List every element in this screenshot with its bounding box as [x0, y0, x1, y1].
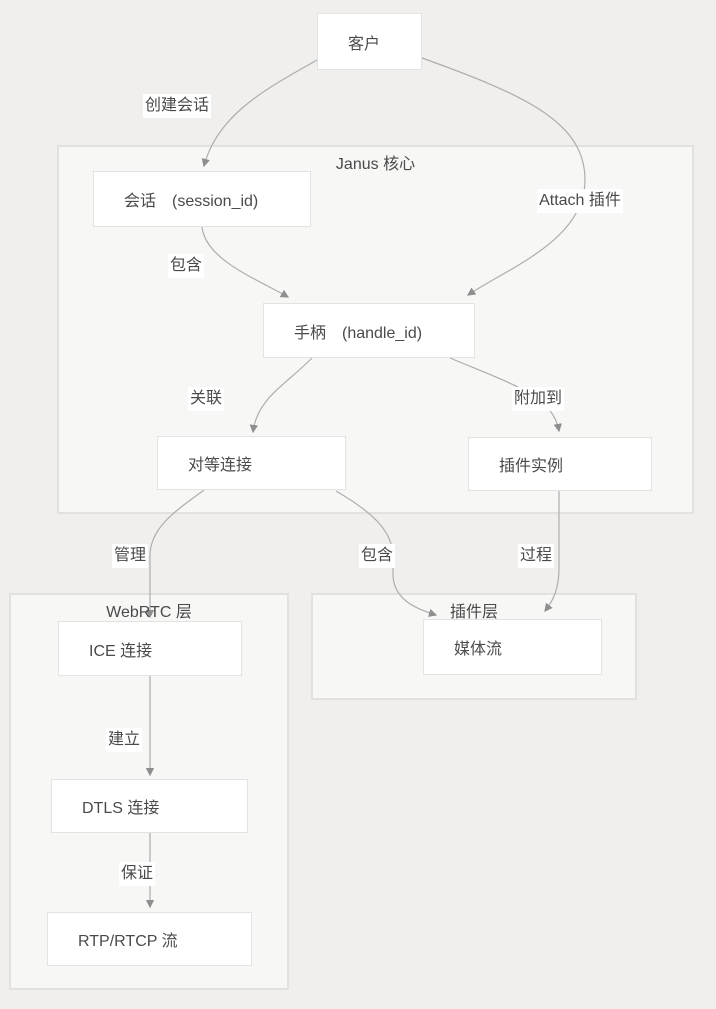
container-label-webrtc-layer: WebRTC 层 — [106, 604, 192, 621]
node-ice-connection: ICE 连接 — [58, 621, 242, 676]
edge-label-contains-top: 包含 — [167, 254, 205, 278]
node-dtls-connection: DTLS 连接 — [51, 779, 248, 833]
edge-client-to-session — [201, 59, 318, 168]
node-client: 客户 — [317, 13, 422, 70]
edge-label-create-session: 创建会话 — [142, 94, 212, 118]
node-handle: 手柄 (handle_id) — [263, 303, 475, 358]
node-handle-label: 手柄 (handle_id) — [294, 324, 423, 342]
edge-plugin-instance-to-media-stream — [544, 491, 560, 612]
edge-handle-to-peer-connection — [249, 357, 313, 434]
node-media-stream-label: 媒体流 — [454, 641, 503, 658]
node-client-label: 客户 — [348, 35, 381, 53]
edge-client-to-handle — [421, 57, 586, 296]
edge-label-contains-bottom: 包含 — [358, 544, 396, 568]
edge-label-attach-plugin: Attach 插件 — [537, 189, 623, 213]
node-plugin-instance: 插件实例 — [468, 437, 652, 491]
node-session: 会话 (session_id) — [93, 171, 311, 227]
node-peer-connection-label: 对等连接 — [188, 457, 253, 474]
edge-label-establish: 建立 — [105, 728, 143, 752]
edge-label-manage: 管理 — [111, 544, 149, 568]
edge-label-process: 过程 — [517, 544, 555, 568]
node-media-stream: 媒体流 — [423, 619, 602, 675]
edge-peer-connection-to-ice — [145, 489, 205, 619]
container-label-janus-core: Janus 核心 — [335, 156, 416, 173]
node-session-label: 会话 (session_id) — [124, 193, 259, 210]
container-label-plugin-layer: 插件层 — [449, 604, 498, 621]
node-ice-connection-label: ICE 连接 — [89, 642, 153, 660]
node-peer-connection: 对等连接 — [157, 436, 346, 490]
edge-label-associate: 关联 — [187, 387, 225, 411]
edge-label-guarantee: 保证 — [118, 862, 156, 886]
edge-session-to-handle — [201, 226, 290, 298]
node-rtp-rtcp-stream: RTP/RTCP 流 — [47, 912, 252, 966]
node-dtls-connection-label: DTLS 连接 — [82, 800, 160, 817]
node-rtp-rtcp-stream-label: RTP/RTCP 流 — [78, 933, 178, 950]
node-plugin-instance-label: 插件实例 — [499, 458, 564, 475]
edge-label-attach-to: 附加到 — [511, 387, 565, 411]
